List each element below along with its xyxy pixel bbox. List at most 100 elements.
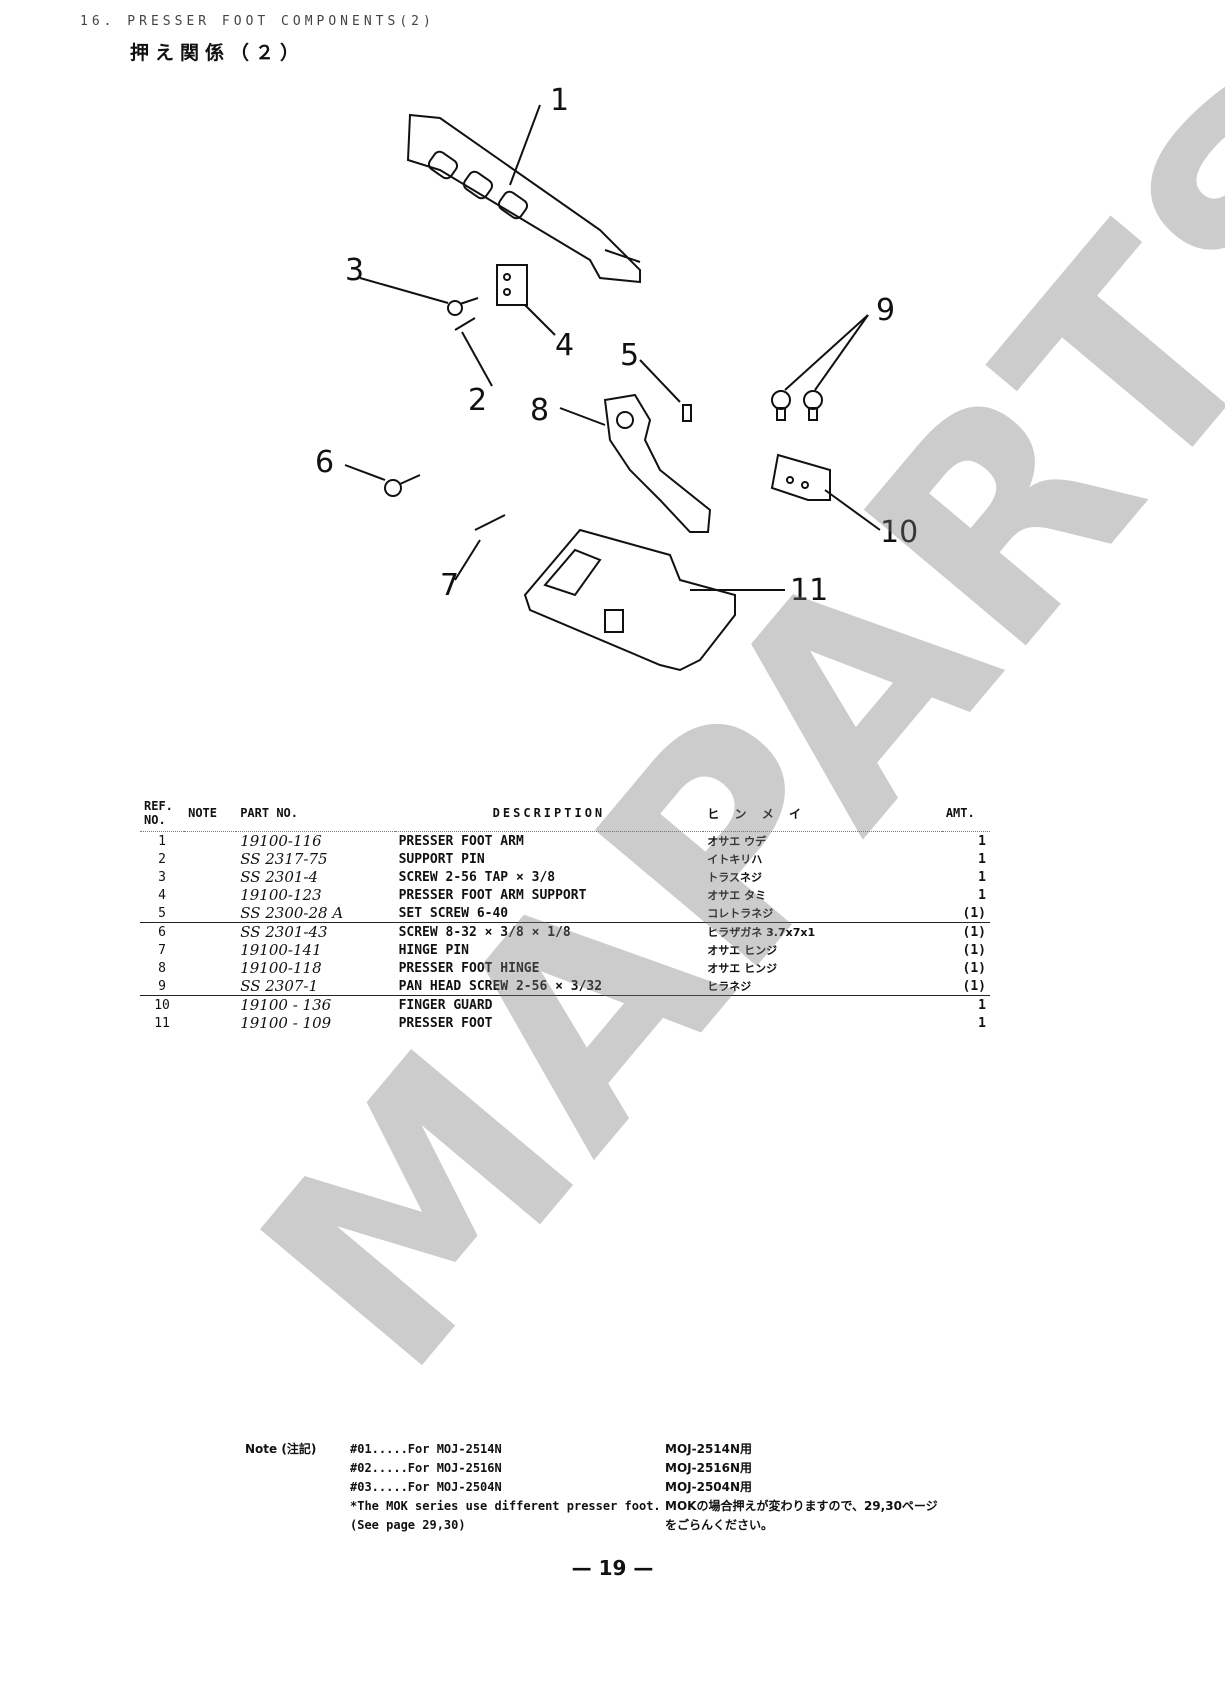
note-line: #03.....For MOJ-2504N bbox=[350, 1480, 502, 1494]
cell-description: PRESSER FOOT HINGE bbox=[398, 960, 540, 976]
callout-7: 7 bbox=[440, 568, 459, 603]
cell-ref: 1 bbox=[158, 833, 166, 849]
cell-ref: 10 bbox=[154, 997, 170, 1013]
cell-ref: 4 bbox=[158, 887, 166, 903]
part-3-screw bbox=[359, 277, 479, 316]
part-11-presser-foot bbox=[523, 528, 785, 672]
cell-japanese-name bbox=[703, 996, 942, 1015]
cell-quantity: (1) bbox=[941, 904, 990, 923]
cell-japanese-name: ヒラザガネ 3.7x7x1 bbox=[707, 926, 816, 939]
part-10-finger-guard bbox=[770, 453, 881, 531]
callout-6: 6 bbox=[315, 445, 334, 480]
header-note: NOTE bbox=[184, 795, 237, 832]
cell-note bbox=[184, 941, 236, 959]
cell-note bbox=[184, 1014, 236, 1032]
callout-5: 5 bbox=[620, 338, 639, 373]
cell-note bbox=[184, 868, 236, 886]
cell-ref: 8 bbox=[158, 960, 166, 976]
callout-10: 10 bbox=[880, 515, 918, 550]
cell-japanese-name: オサエ ウデ bbox=[707, 835, 767, 848]
callout-8: 8 bbox=[530, 393, 549, 428]
cell-ref: 3 bbox=[158, 869, 166, 885]
callout-9: 9 bbox=[876, 293, 895, 328]
cell-part-no: SS 2317-75 bbox=[240, 850, 328, 868]
part-9-pan-head-screws bbox=[771, 314, 869, 421]
cell-quantity: 1 bbox=[978, 997, 986, 1013]
cell-part-no: 19100-118 bbox=[240, 959, 322, 977]
cell-japanese-name: トラスネジ bbox=[707, 871, 763, 884]
cell-part-no: 19100-116 bbox=[240, 832, 322, 850]
callout-2: 2 bbox=[468, 383, 487, 418]
cell-description: SCREW 2-56 TAP × 3/8 bbox=[398, 869, 556, 885]
cell-quantity: 1 bbox=[978, 869, 986, 885]
cell-japanese-name: ヒラネジ bbox=[703, 977, 942, 996]
cell-quantity: (1) bbox=[941, 977, 990, 996]
cell-note bbox=[184, 923, 236, 942]
cell-part-no: 19100-141 bbox=[240, 941, 322, 959]
note-line-jp: MOJ-2514N用 bbox=[665, 1442, 753, 1456]
note-line: (See page 29,30) bbox=[350, 1518, 466, 1532]
cell-note bbox=[184, 904, 237, 923]
note-line-jp: MOJ-2516N用 bbox=[665, 1461, 753, 1475]
cell-note bbox=[184, 996, 236, 1015]
cell-part-no: 19100-123 bbox=[240, 886, 322, 904]
cell-part-no: SS 2307-1 bbox=[236, 977, 395, 996]
cell-ref: 7 bbox=[158, 942, 166, 958]
cell-ref: 6 bbox=[158, 924, 166, 940]
cell-description: PRESSER FOOT ARM SUPPORT bbox=[398, 887, 587, 903]
cell-ref: 5 bbox=[140, 904, 185, 923]
part-7-hinge-pin bbox=[454, 514, 506, 581]
cell-description: HINGE PIN bbox=[398, 942, 470, 958]
notes-label: Note (注記) bbox=[245, 1442, 317, 1456]
cell-ref: 9 bbox=[140, 977, 185, 996]
part-4-arm-support bbox=[496, 264, 556, 336]
note-line-jp: MOKの場合押えが変わりますので、29,30ページ bbox=[665, 1499, 938, 1513]
note-line: *The MOK series use different presser fo… bbox=[350, 1499, 661, 1513]
cell-quantity: 1 bbox=[978, 1015, 986, 1031]
header-quantity: AMT. bbox=[941, 795, 990, 832]
cell-note bbox=[184, 886, 236, 904]
notes-english: #01.....For MOJ-2514N #02.....For MOJ-25… bbox=[350, 1440, 661, 1535]
cell-note bbox=[184, 850, 236, 868]
callout-4: 4 bbox=[555, 328, 574, 363]
note-line-jp: をごらんください。 bbox=[665, 1518, 774, 1532]
cell-description: PRESSER FOOT bbox=[398, 1015, 493, 1031]
cell-quantity: 1 bbox=[978, 833, 986, 849]
part-6-screw bbox=[344, 464, 421, 497]
notes-japanese: MOJ-2514N用 MOJ-2516N用 MOJ-2504N用 MOKの場合押… bbox=[665, 1440, 985, 1535]
cell-part-no: SS 2301-4 bbox=[240, 868, 319, 886]
cell-part-no: SS 2300-28 A bbox=[236, 904, 395, 923]
parts-list-table: REF. NO. NOTE PART NO. DESCRIPTION ヒ ン メ… bbox=[140, 795, 990, 1032]
cell-description: FINGER GUARD bbox=[398, 997, 493, 1013]
section-title-english: 16. PRESSER FOOT COMPONENTS(2) bbox=[80, 14, 435, 29]
table-row: 7 19100-141 HINGE PIN オサエ ヒンジ (1) bbox=[140, 941, 990, 959]
cell-note bbox=[184, 832, 236, 851]
header-part-no: PART NO. bbox=[236, 795, 395, 832]
cell-japanese-name: イトキリハ bbox=[707, 853, 763, 866]
cell-quantity: (1) bbox=[962, 924, 986, 940]
cell-description: PAN HEAD SCREW 2-56 × 3/32 bbox=[394, 977, 704, 996]
cell-ref: 11 bbox=[154, 1015, 170, 1031]
cell-description: SCREW 8-32 × 3/8 × 1/8 bbox=[398, 924, 571, 940]
cell-note bbox=[184, 977, 237, 996]
cell-part-no: SS 2301-43 bbox=[240, 923, 328, 941]
table-row: 3 SS 2301-4 SCREW 2-56 TAP × 3/8 トラスネジ 1 bbox=[140, 868, 990, 886]
cell-japanese-name: オサエ ヒンジ bbox=[707, 944, 778, 957]
part-1-presser-foot-arm bbox=[406, 104, 641, 284]
cell-japanese-name: コレトラネジ bbox=[703, 904, 942, 923]
header-description: DESCRIPTION bbox=[394, 795, 704, 832]
cell-description: SUPPORT PIN bbox=[398, 851, 485, 867]
table-header-row: REF. NO. NOTE PART NO. DESCRIPTION ヒ ン メ… bbox=[140, 795, 990, 832]
table-row: 6 SS 2301-43 SCREW 8-32 × 3/8 × 1/8 ヒラザガネ 3… bbox=[140, 923, 990, 942]
cell-description: PRESSER FOOT ARM bbox=[398, 833, 524, 849]
cell-quantity: (1) bbox=[962, 942, 986, 958]
section-title-japanese: 押え関係（２） bbox=[130, 42, 306, 64]
cell-note bbox=[184, 959, 236, 977]
cell-quantity: 1 bbox=[978, 851, 986, 867]
